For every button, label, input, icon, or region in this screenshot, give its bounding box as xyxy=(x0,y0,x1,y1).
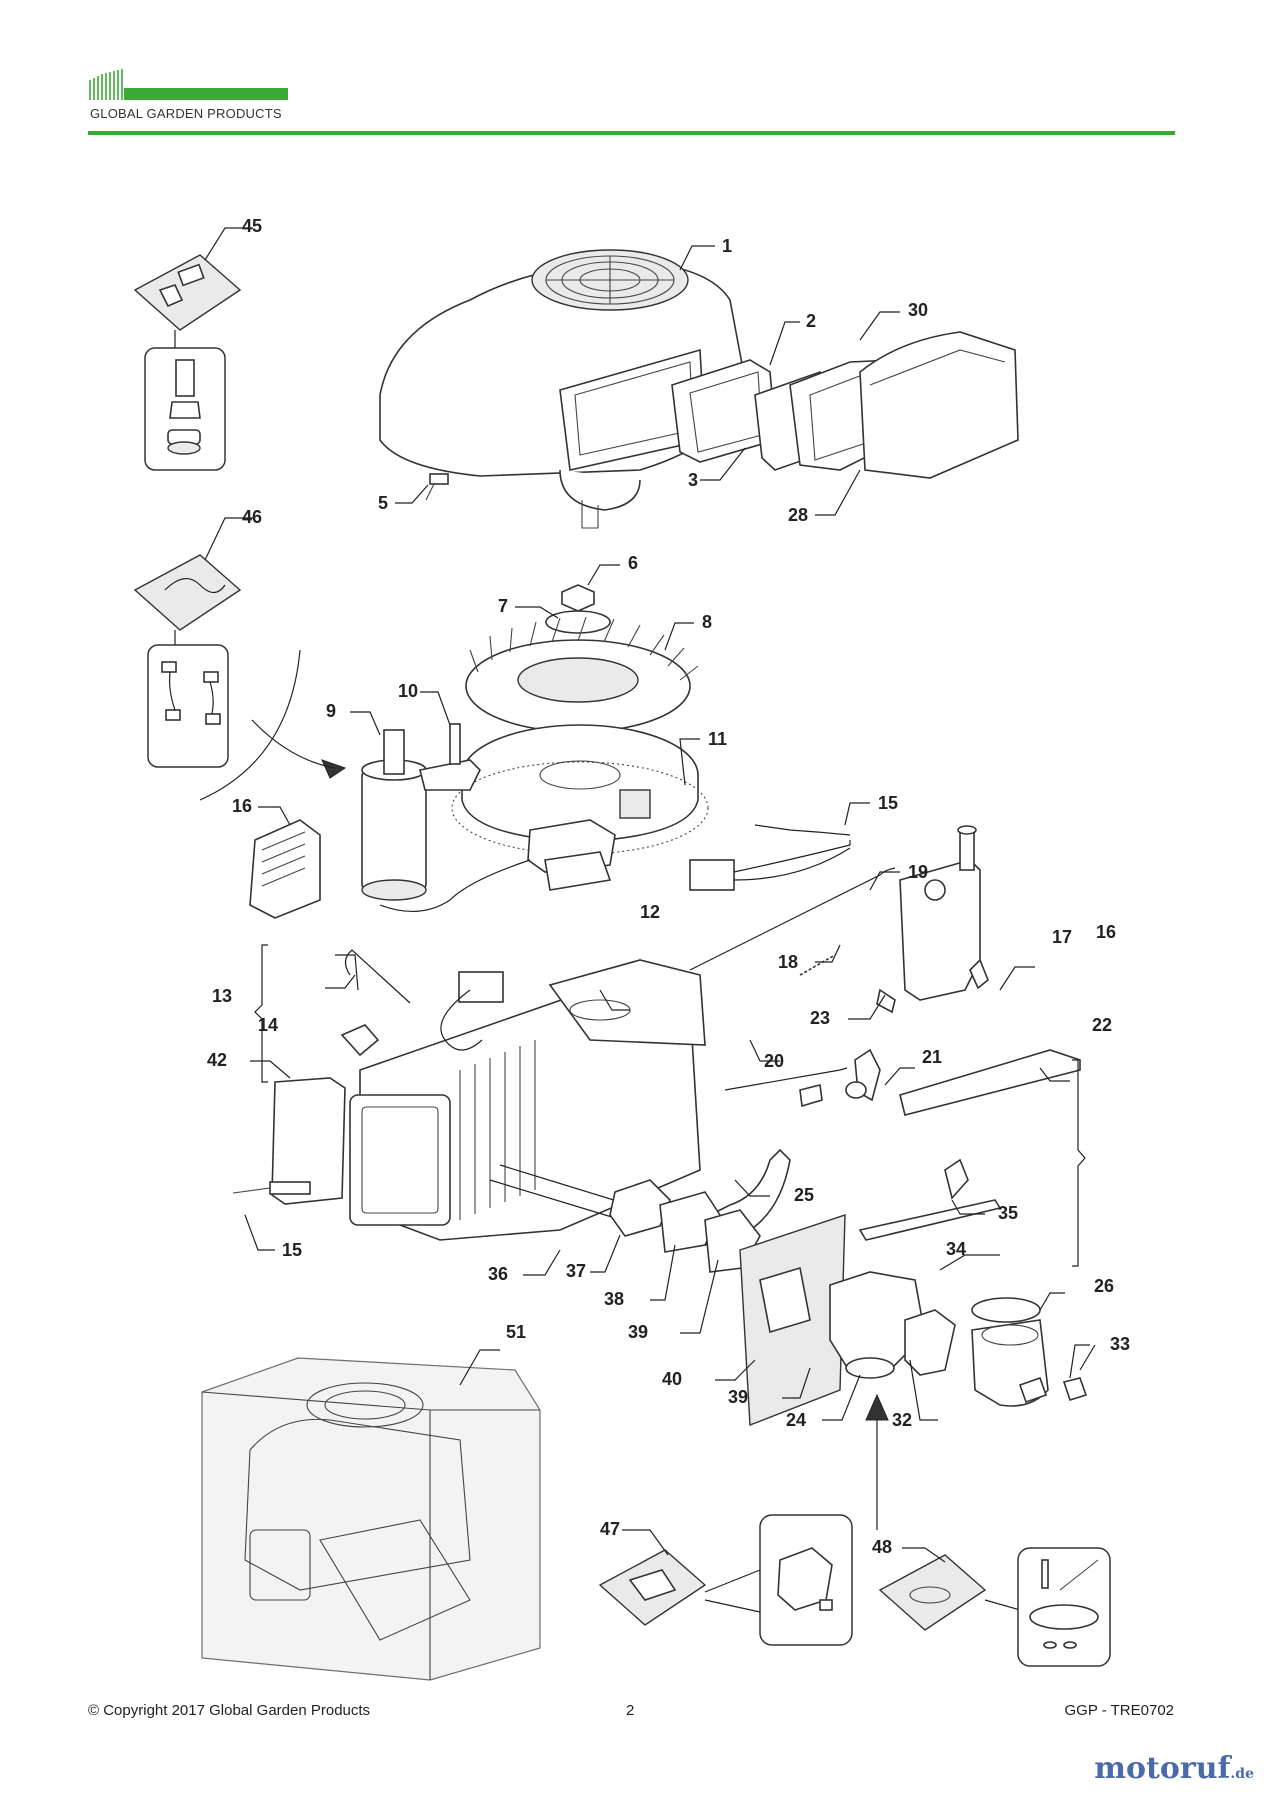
document-code: GGP - TRE0702 xyxy=(1064,1702,1175,1719)
callout-16: 16 xyxy=(232,796,252,816)
complete-engine xyxy=(201,1357,541,1681)
callout-39a: 39 xyxy=(628,1322,648,1342)
callout-26: 24 xyxy=(786,1410,806,1430)
callout-42: 42 xyxy=(207,1050,227,1070)
callout-31: 30 xyxy=(908,300,928,320)
header-divider xyxy=(88,131,1175,135)
callout-34: 34 xyxy=(946,1239,966,1259)
callout-39b: 39 xyxy=(728,1387,748,1407)
flywheel xyxy=(451,724,709,855)
callout-33: 33 xyxy=(1110,1334,1130,1354)
callout-47: 47 xyxy=(600,1519,620,1539)
kit-48 xyxy=(878,1547,1111,1667)
callout-11: 10 xyxy=(398,681,418,701)
watermark-tld: .de xyxy=(1230,1766,1254,1782)
ggp-logo-icon xyxy=(89,69,288,100)
callout-13: 13 xyxy=(212,986,232,1006)
callout-20: 18 xyxy=(778,952,798,972)
ignition-coil xyxy=(379,819,616,913)
callout-2: 2 xyxy=(806,311,816,331)
callout-19: 17 xyxy=(1052,927,1072,947)
callout-15: 15 xyxy=(282,1240,302,1260)
rectifier xyxy=(249,819,321,919)
callout-18: 16 xyxy=(1096,922,1116,942)
callout-32: 32 xyxy=(892,1410,912,1430)
callout-17: 15 xyxy=(878,793,898,813)
callout-35: 35 xyxy=(998,1203,1018,1223)
engine-block xyxy=(232,949,706,1241)
carburetor-assembly xyxy=(609,1048,1088,1427)
callout-46: 46 xyxy=(242,507,262,527)
kit-46 xyxy=(133,554,242,768)
callout-14: 14 xyxy=(258,1015,278,1035)
kit-45 xyxy=(133,254,242,471)
governor-bracket xyxy=(689,825,989,1014)
callout-10: 9 xyxy=(326,701,336,721)
callout-48: 48 xyxy=(872,1537,892,1557)
watermark-name: motoruf xyxy=(1094,1751,1231,1786)
footer-copyright: © Copyright 2017 Global Garden Products xyxy=(88,1702,371,1719)
callout-23: 21 xyxy=(922,1047,942,1067)
callout-labels: 45 1 2 30 3 28 5 46 6 7 8 10 9 11 16 15 … xyxy=(207,216,1130,1557)
callout-30: 28 xyxy=(788,505,808,525)
callout-27: 25 xyxy=(794,1185,814,1205)
screw-5 xyxy=(425,473,449,501)
callout-22: 20 xyxy=(764,1051,784,1071)
watermark-logo: motoruf.de xyxy=(1094,1751,1254,1786)
callout-5: 5 xyxy=(378,493,388,513)
callout-28: 26 xyxy=(1094,1276,1114,1296)
callout-51: 51 xyxy=(506,1322,526,1342)
starter-motor xyxy=(361,723,481,901)
callout-6: 6 xyxy=(628,553,638,573)
callout-21: 19 xyxy=(908,862,928,882)
wiring-harness xyxy=(689,824,851,891)
kit-47 xyxy=(598,1514,853,1646)
callout-45: 45 xyxy=(242,216,262,236)
callout-37: 37 xyxy=(566,1261,586,1281)
callout-40: 40 xyxy=(662,1369,682,1389)
callout-24: 22 xyxy=(1092,1015,1112,1035)
callout-7: 7 xyxy=(498,596,508,616)
fan-assembly xyxy=(465,584,699,733)
page-number: 2 xyxy=(626,1702,635,1719)
brand-name: GLOBAL GARDEN PRODUCTS xyxy=(90,106,282,121)
air-filter-assembly xyxy=(671,331,1019,479)
callout-9: 11 xyxy=(708,729,727,749)
blower-housing xyxy=(379,249,746,529)
callout-38: 38 xyxy=(604,1289,624,1309)
callout-12: 12 xyxy=(640,902,660,922)
callout-8: 8 xyxy=(702,612,712,632)
callout-25: 23 xyxy=(810,1008,830,1028)
callout-1: 1 xyxy=(722,236,732,256)
callout-3: 3 xyxy=(688,470,698,490)
callout-36: 36 xyxy=(488,1264,508,1284)
